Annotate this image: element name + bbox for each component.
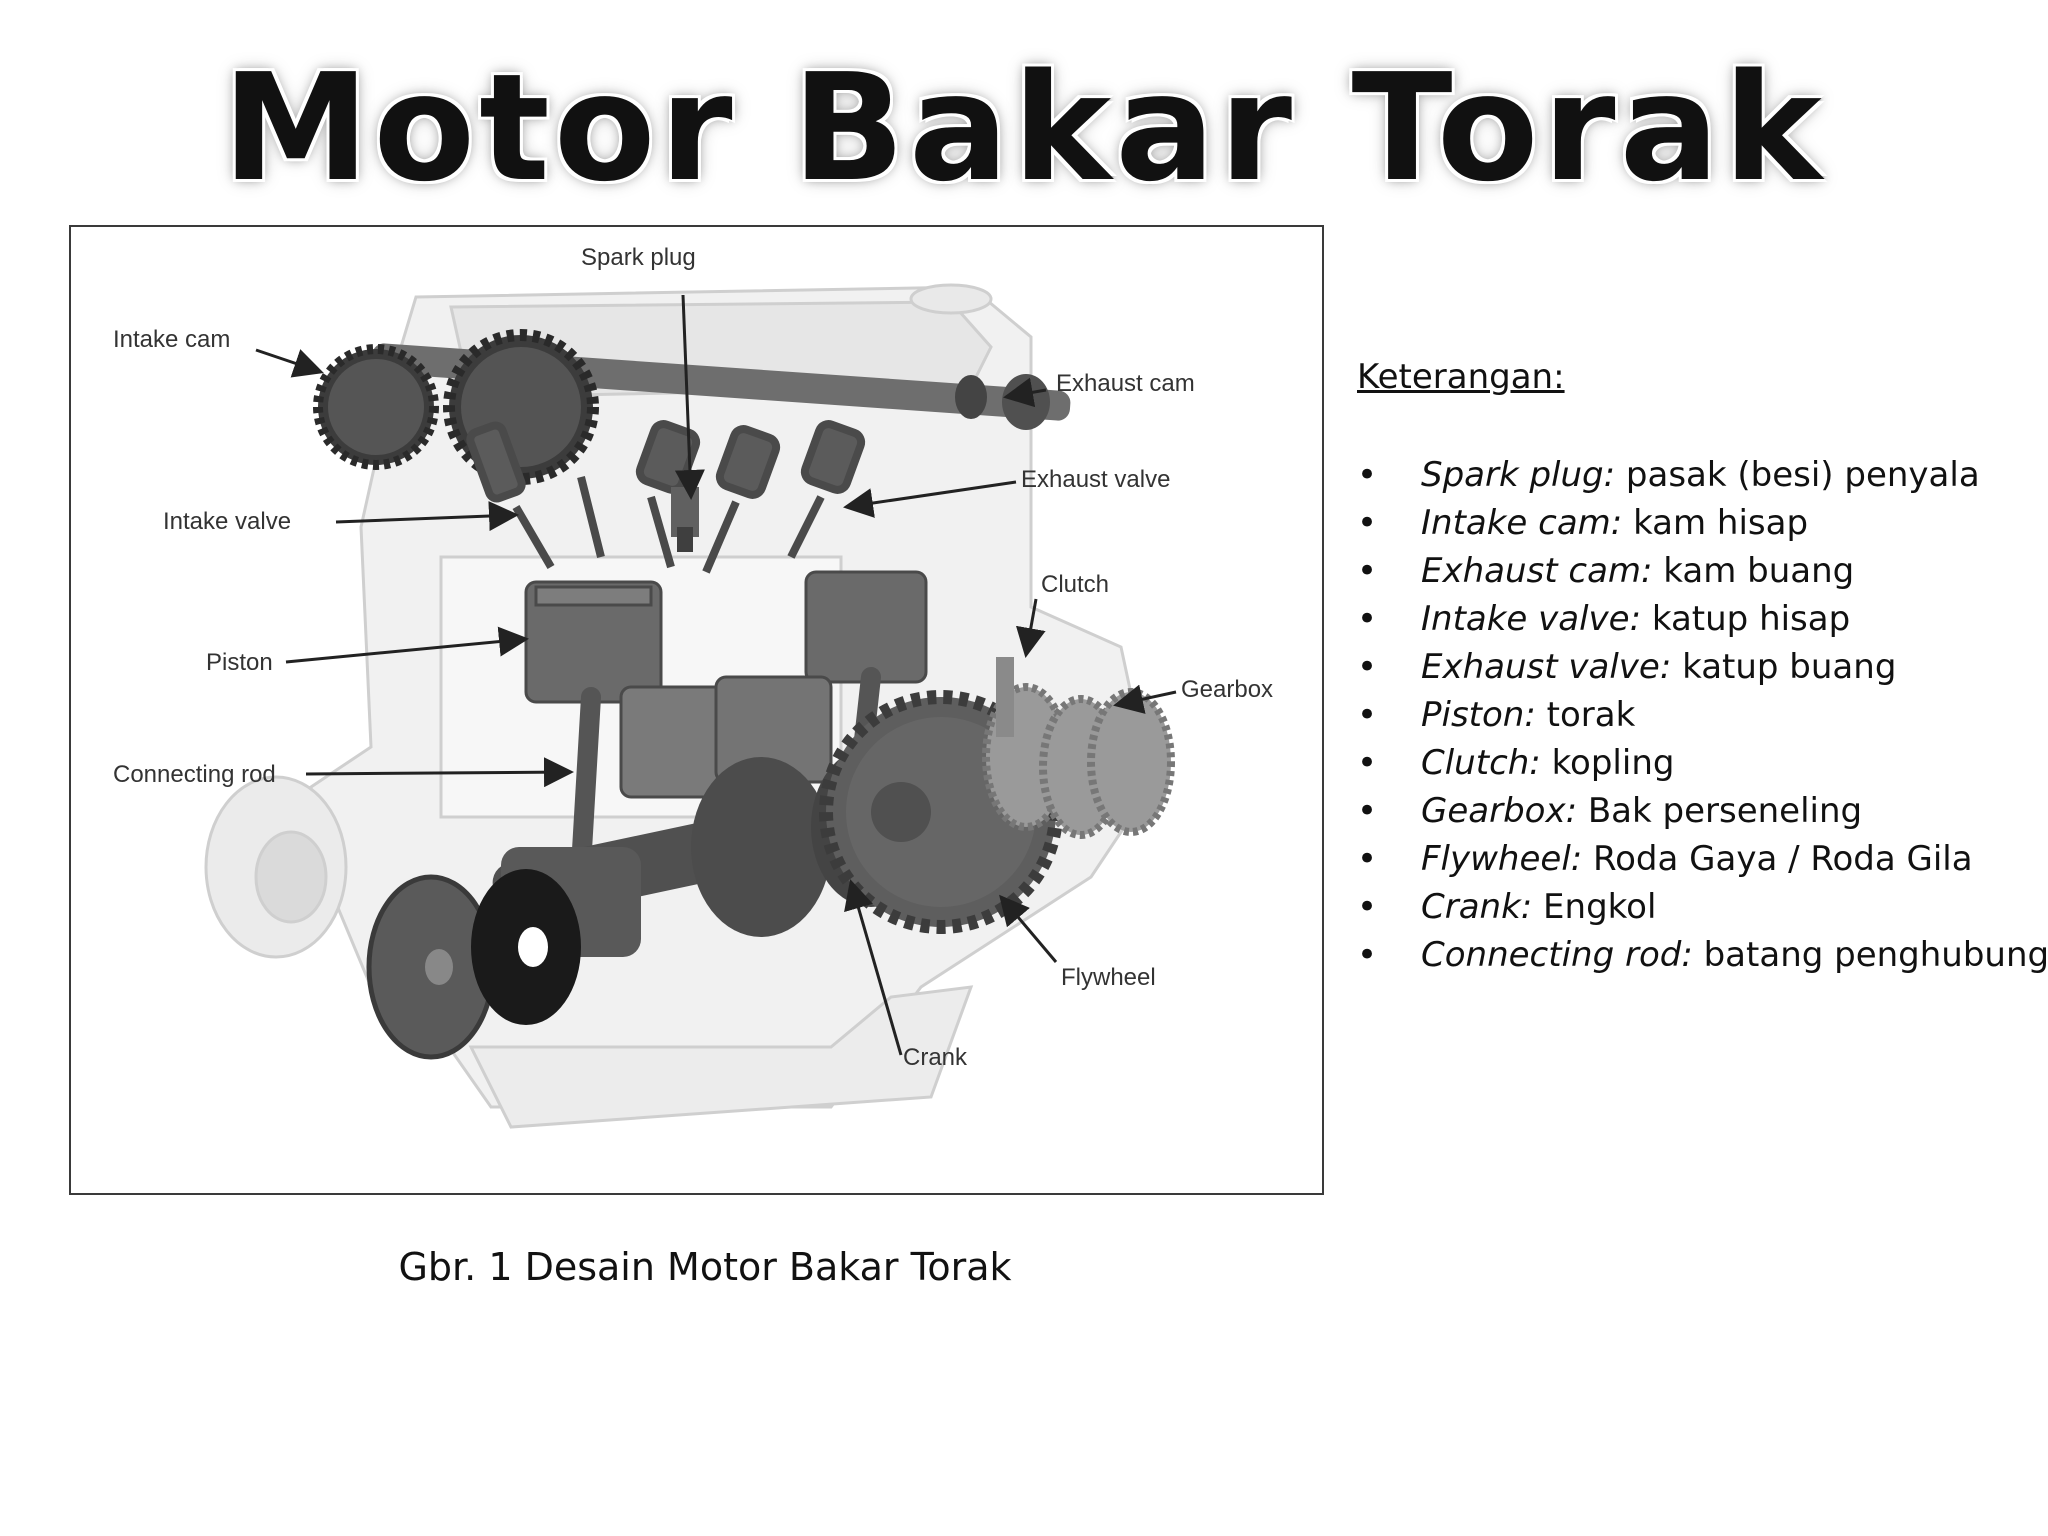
engine-diagram: Spark plug Intake cam Exhaust cam Exhaus… xyxy=(113,244,1273,1129)
legend-term: Clutch: xyxy=(1421,743,1541,783)
legend-desc: Bak perseneling xyxy=(1577,791,1863,831)
callout-clutch: Clutch xyxy=(1041,571,1109,598)
legend-desc: torak xyxy=(1535,695,1636,735)
bullet: • xyxy=(1357,935,1378,975)
bullet: • xyxy=(1357,503,1378,543)
bullet: • xyxy=(1357,743,1378,783)
pistons xyxy=(524,570,928,799)
legend-desc: pasak (besi) penyala xyxy=(1615,455,1980,495)
callout-spark-plug: Spark plug xyxy=(581,244,696,271)
bullet: • xyxy=(1357,695,1378,735)
legend-item: • Spark plug: pasak (besi) penyala xyxy=(1357,451,2037,499)
legend-item: • Gearbox: Bak perseneling xyxy=(1357,787,2037,835)
legend-item: • Clutch: kopling xyxy=(1357,739,2037,787)
callout-intake-cam: Intake cam xyxy=(113,326,230,353)
valves xyxy=(466,420,866,574)
figure-caption: Gbr. 1 Desain Motor Bakar Torak xyxy=(398,1245,1012,1289)
callout-leaders xyxy=(255,294,1177,1056)
callout-flywheel: Flywheel xyxy=(1061,964,1156,991)
callout-gearbox: Gearbox xyxy=(1181,676,1273,703)
bullet: • xyxy=(1357,839,1378,879)
legend-term: Connecting rod: xyxy=(1421,935,1693,975)
legend-desc: kam hisap xyxy=(1622,503,1809,543)
bullet: • xyxy=(1357,887,1378,927)
front-pulley xyxy=(366,869,581,1060)
bullet: • xyxy=(1357,647,1378,687)
legend-term: Intake cam: xyxy=(1421,503,1623,543)
bullet: • xyxy=(1357,791,1378,831)
legend-item: • Intake valve: katup hisap xyxy=(1357,595,2037,643)
legend-desc: kam buang xyxy=(1652,551,1855,591)
legend-term: Spark plug: xyxy=(1421,455,1616,495)
bullet: • xyxy=(1357,551,1378,591)
legend-desc: Roda Gaya / Roda Gila xyxy=(1582,839,1973,879)
callout-intake-valve: Intake valve xyxy=(163,508,291,535)
legend-desc: batang penghubung xyxy=(1692,935,2048,975)
clutch-lever xyxy=(996,657,1014,737)
legend-term: Exhaust cam: xyxy=(1421,551,1653,591)
slide-title: Motor Bakar Torak xyxy=(222,42,1826,214)
engine-diagram-frame: Spark plug Intake cam Exhaust cam Exhaus… xyxy=(69,225,1324,1195)
legend-desc: katup buang xyxy=(1671,647,1897,687)
callout-exhaust-valve: Exhaust valve xyxy=(1021,466,1170,493)
legend-term: Gearbox: xyxy=(1421,791,1578,831)
legend-desc: kopling xyxy=(1540,743,1675,783)
callout-exhaust-cam: Exhaust cam xyxy=(1056,370,1195,397)
exhaust-cam-gear xyxy=(443,329,599,485)
legend-item: • Intake cam: kam hisap xyxy=(1357,499,2037,547)
bullet: • xyxy=(1357,455,1378,495)
legend-heading: Keterangan: xyxy=(1357,357,1565,397)
legend-item: • Connecting rod: batang penghubung xyxy=(1357,931,2048,979)
legend-panel: Keterangan: • Spark plug: pasak (besi) pe… xyxy=(1357,355,2048,979)
legend-item: • Exhaust valve: katup buang xyxy=(1357,643,2037,691)
legend-item: • Exhaust cam: kam buang xyxy=(1357,547,2037,595)
legend-term: Flywheel: xyxy=(1421,839,1583,879)
legend-term: Intake valve: xyxy=(1421,599,1642,639)
legend-term: Exhaust valve: xyxy=(1421,647,1672,687)
legend-term: Crank: xyxy=(1421,887,1533,927)
bullet: • xyxy=(1357,599,1378,639)
legend-desc: katup hisap xyxy=(1641,599,1851,639)
legend-item: • Crank: Engkol xyxy=(1357,883,2037,931)
intake-cam-gear xyxy=(313,344,439,470)
callout-connecting-rod: Connecting rod xyxy=(113,761,276,788)
legend-item: • Piston: torak xyxy=(1357,691,2037,739)
legend-desc: Engkol xyxy=(1532,887,1657,927)
legend-term: Piston: xyxy=(1421,695,1536,735)
callout-piston: Piston xyxy=(206,649,273,676)
callout-crank: Crank xyxy=(903,1044,968,1071)
legend-item: • Flywheel: Roda Gaya / Roda Gila xyxy=(1357,835,2037,883)
legend-list: • Spark plug: pasak (besi) penyala • Intak… xyxy=(1357,451,2048,979)
